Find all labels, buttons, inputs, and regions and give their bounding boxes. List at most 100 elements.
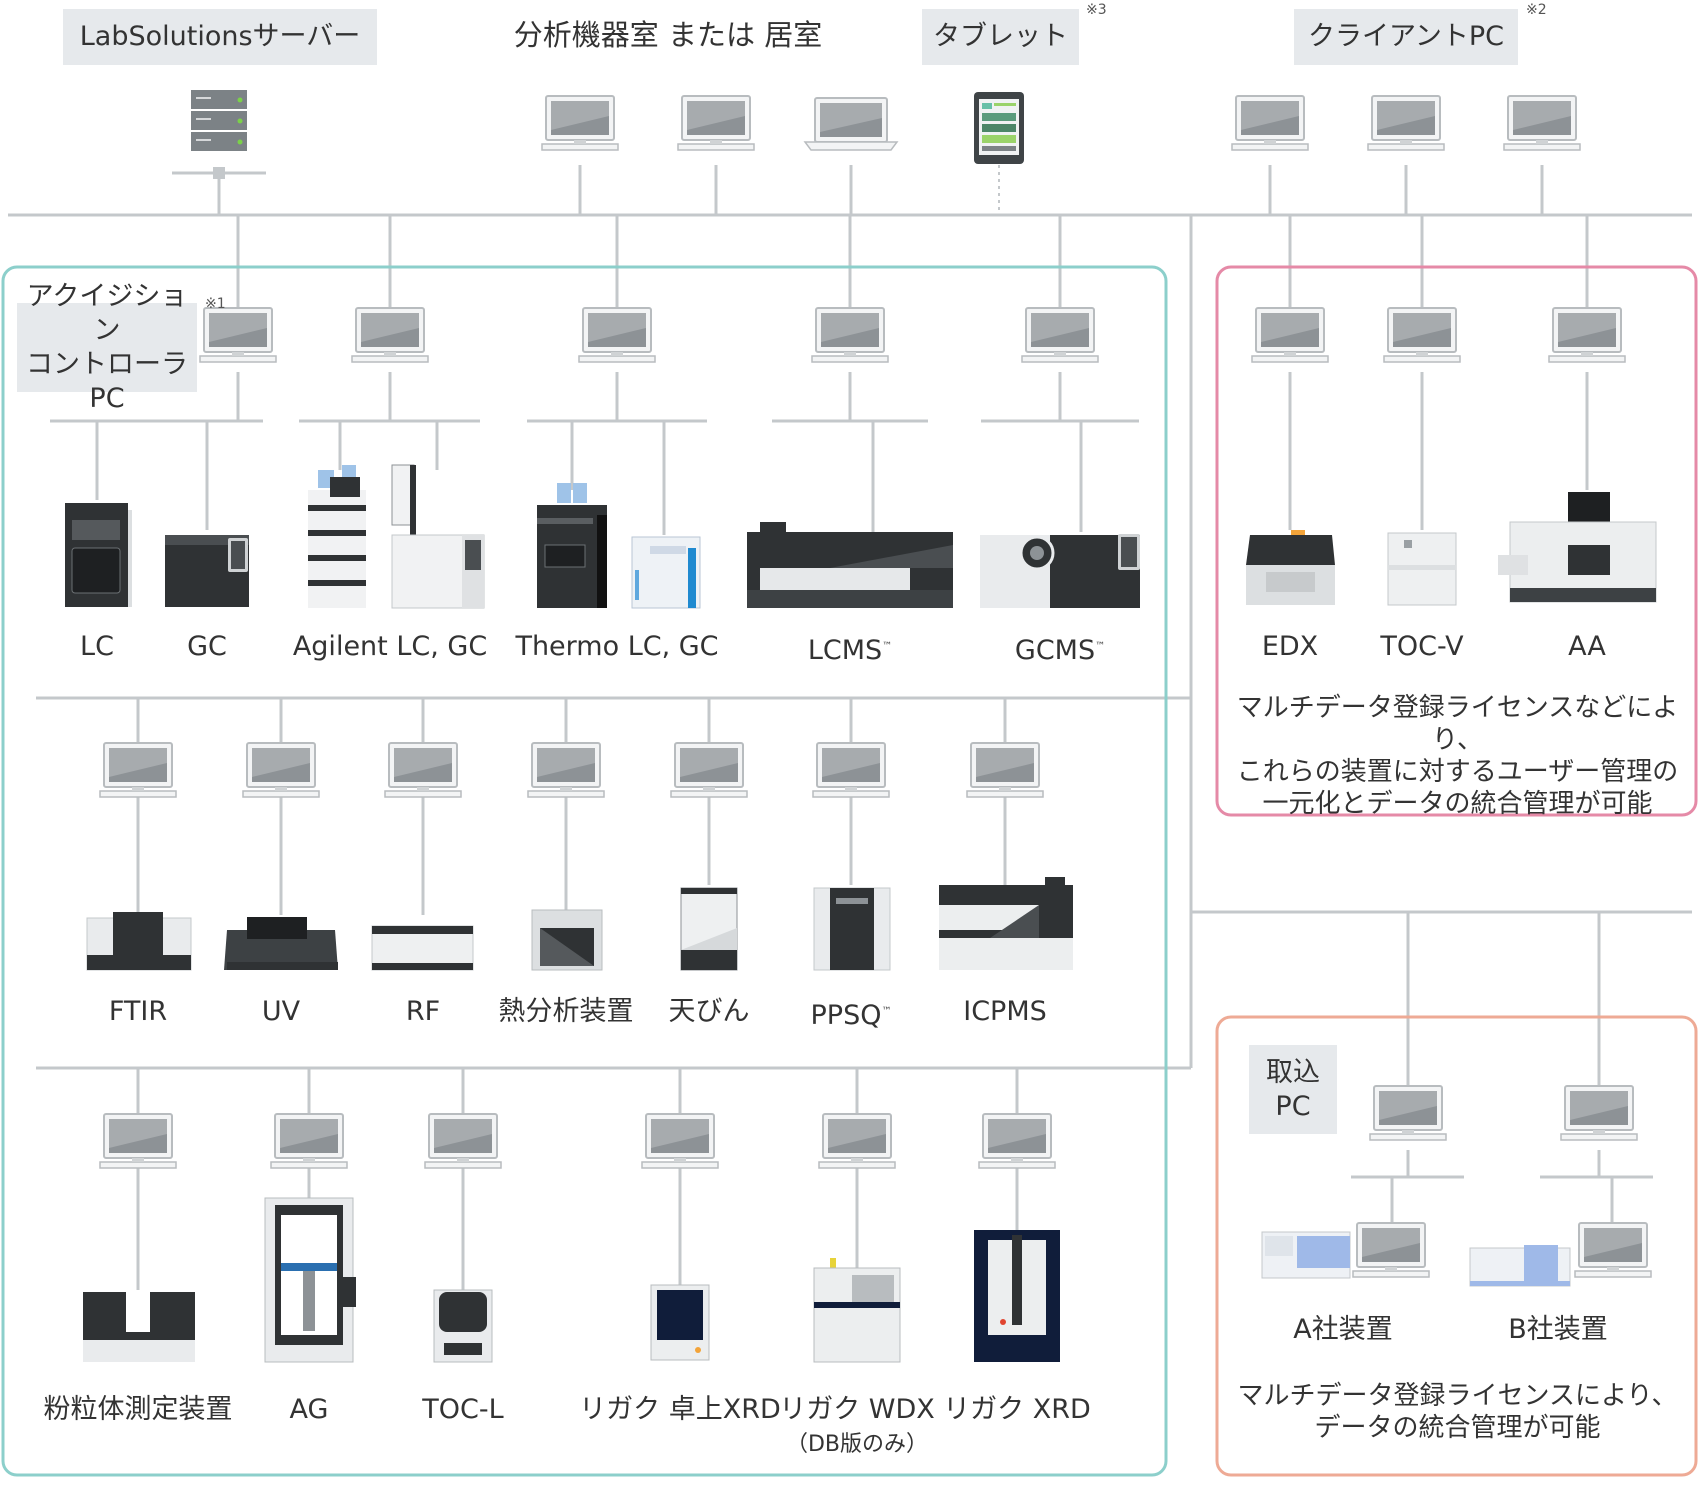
pc-icon [1560,1085,1638,1141]
orange-region [1215,1015,1698,1477]
agilent-gc-instrument-icon [391,464,485,609]
device-label: リガク 卓上XRD [579,1394,781,1425]
tablet-tag: タブレット [922,9,1079,65]
pc-icon [1352,1222,1430,1278]
device-label: RF [405,996,441,1027]
rigaku-benchtop-xrd-instrument-icon [650,1284,710,1361]
device-label: リガク XRD [943,1394,1091,1425]
thermo-lc-instrument-icon [537,483,607,608]
acquisition-pc-line2: コントローラPC [26,348,188,414]
pc-icon [812,742,890,798]
pc-icon [641,1113,719,1169]
device-label: ICPMS [963,996,1047,1027]
icpms-instrument-icon [939,877,1073,970]
device-label: Thermo LC, GC [515,631,719,662]
description-line: マルチデータ登録ライセンスにより、 [1237,1381,1678,1411]
device-name: PPSQ [810,1000,882,1031]
device-label: 熱分析装置 [498,996,634,1027]
lcms-instrument-icon [747,522,953,608]
device-label: LCMS™ [808,631,892,667]
device-name: GCMS [1014,635,1096,666]
pc-icon [199,307,277,363]
acquisition-note: ※1 [205,296,226,312]
pc-icon [99,1113,177,1169]
trademark: ™ [881,1006,892,1017]
pink-description: マルチデータ登録ライセンスなどにより、 これらの装置に対するユーザー管理の 一元… [1225,692,1690,820]
edx-instrument-icon [1246,530,1335,605]
pc-icon [384,742,462,798]
device-name: LCMS [807,635,883,666]
pc-icon [424,1113,502,1169]
company-b-instrument-icon [1469,1245,1571,1287]
tablet-note: ※3 [1086,2,1107,18]
device-label: A社装置 [1293,1314,1393,1345]
server-tag: LabSolutionsサーバー [63,9,377,65]
pc-icon [1021,307,1099,363]
device-label: TOC-L [422,1394,504,1425]
description-line: これらの装置に対するユーザー管理の [1236,757,1679,787]
capture-pc-line2: PC [1275,1090,1311,1122]
acquisition-pc-line1: アクイジション [26,280,188,346]
thermal-analyzer-instrument-icon [531,909,603,971]
pc-icon [670,742,748,798]
capture-pc-line1: 取込 [1266,1056,1320,1088]
description-line: マルチデータ登録ライセンスなどにより、 [1236,693,1679,755]
pc-icon [677,95,755,151]
client-label: クライアントPC [1307,21,1505,52]
device-label: EDX [1261,631,1319,662]
device-label: 天びん [668,996,750,1027]
tablet-icon [974,92,1024,164]
trademark: ™ [882,641,893,652]
pc-icon [978,1113,1056,1169]
server-label: LabSolutionsサーバー [79,21,361,52]
pc-icon [1367,95,1445,151]
pc-icon [1231,95,1309,151]
client-tag: クライアントPC [1294,9,1518,65]
aa-instrument-icon [1498,492,1657,603]
rigaku-wdx-instrument-icon [813,1258,901,1363]
pc-icon [818,1113,896,1169]
pc-icon [242,742,320,798]
device-label: リガク WDX [779,1394,935,1425]
pc-icon [270,1113,348,1169]
device-label: TOC-V [1380,631,1464,662]
pink-region [1215,265,1698,817]
device-label: LC [80,631,114,662]
device-label: 粉粒体測定装置 [43,1394,233,1425]
ftir-instrument-icon [86,912,192,971]
description-line: データの統合管理が可能 [1314,1413,1601,1443]
device-label: GCMS™ [1015,631,1105,667]
client-note: ※2 [1526,2,1547,18]
gc-instrument-icon [165,535,249,607]
acquisition-pc-tag: アクイジション コントローラPC [17,281,197,414]
powder-measurement-instrument-icon [83,1292,195,1362]
pc-icon [1503,95,1581,151]
device-label: AA [1568,631,1606,662]
device-label: B社装置 [1508,1314,1608,1345]
pc-icon [966,742,1044,798]
room-label: 分析機器室 または 居室 [513,18,823,52]
pc-icon [1369,1085,1447,1141]
tablet-label: タブレット [933,21,1068,52]
orange-description: マルチデータ登録ライセンスにより、 データの統合管理が可能 [1225,1380,1690,1444]
pc-icon [351,307,429,363]
device-label: Agilent LC, GC [292,631,488,662]
pc-icon [1251,307,1329,363]
pc-icon [1574,1222,1652,1278]
capture-pc-tag: 取込 PC [1249,1045,1337,1134]
pc-icon [99,742,177,798]
agilent-lc-instrument-icon [308,465,366,608]
gcms-instrument-icon [980,534,1140,608]
lc-instrument-icon [65,503,132,607]
pc-icon [541,95,619,151]
trademark: ™ [1095,641,1106,652]
laptop-icon [803,97,899,151]
pc-icon [578,307,656,363]
ag-instrument-icon [264,1197,356,1363]
thermo-gc-instrument-icon [631,536,701,609]
balance-instrument-icon [680,887,738,971]
company-a-instrument-icon [1261,1231,1351,1279]
rf-instrument-icon [371,925,474,971]
device-label: GC [187,631,227,662]
